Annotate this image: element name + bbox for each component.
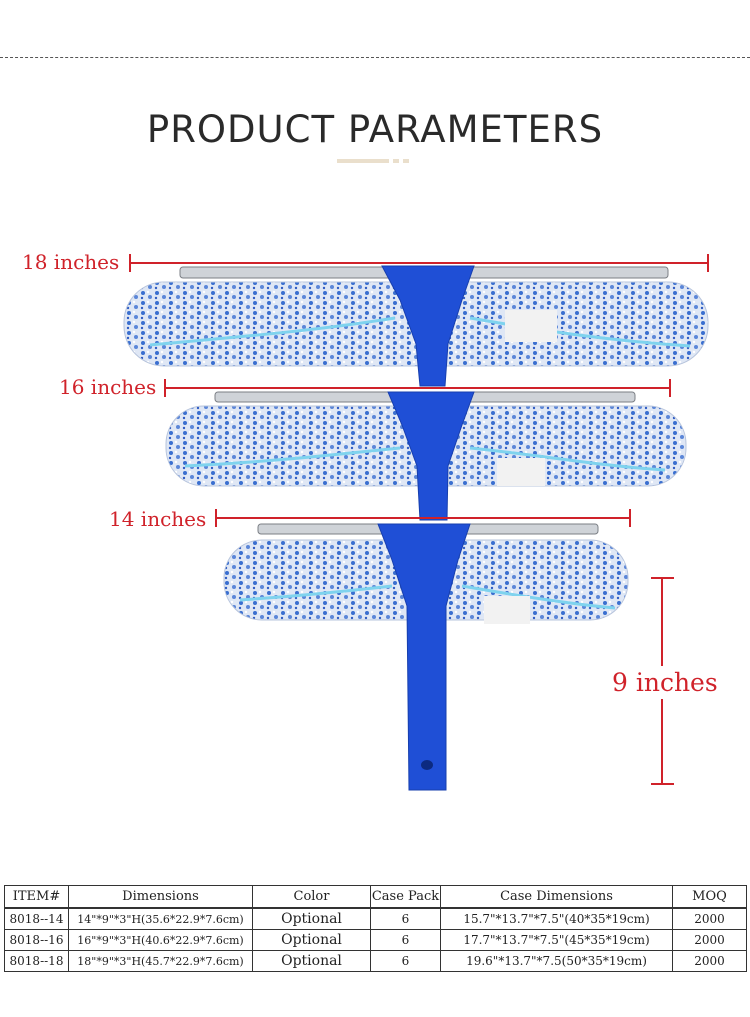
title-underline-dot [393, 159, 399, 163]
cell-dimensions: 18"*9"*3"H(45.7*22.9*7.6cm) [68, 950, 253, 972]
cell-color: Optional [252, 929, 371, 951]
header-case-pack: Case Pack [370, 885, 441, 909]
width-18-label: 18 inches [22, 250, 120, 274]
cell-moq: 2000 [672, 929, 747, 951]
table-row: 8018--18 18"*9"*3"H(45.7*22.9*7.6cm) Opt… [4, 950, 747, 972]
measure-16-line [164, 379, 671, 397]
height-9-label: 9 inches [612, 666, 718, 699]
title-underline [337, 159, 389, 163]
cell-case-dimensions: 15.7"*13.7"*7.5"(40*35*19cm) [440, 907, 673, 930]
header-color: Color [252, 885, 371, 909]
cell-case-pack: 6 [370, 929, 441, 951]
squeegee-14 [223, 523, 629, 791]
table-row: 8018--14 14"*9"*3"H(35.6*22.9*7.6cm) Opt… [4, 907, 747, 930]
cell-dimensions: 16"*9"*3"H(40.6*22.9*7.6cm) [68, 929, 253, 951]
title-underline-dot [403, 159, 409, 163]
header-dimensions: Dimensions [68, 885, 253, 909]
cell-moq: 2000 [672, 907, 747, 930]
cell-case-dimensions: 19.6"*13.7"*7.5(50*35*19cm) [440, 950, 673, 972]
cell-case-pack: 6 [370, 907, 441, 930]
cell-dimensions: 14"*9"*3"H(35.6*22.9*7.6cm) [68, 907, 253, 930]
table-row: 8018--16 16"*9"*3"H(40.6*22.9*7.6cm) Opt… [4, 929, 747, 951]
cell-moq: 2000 [672, 950, 747, 972]
width-14-label: 14 inches [109, 507, 207, 531]
cell-color: Optional [252, 950, 371, 972]
cell-item: 8018--14 [4, 907, 69, 930]
cell-item: 8018--18 [4, 950, 69, 972]
measure-14-line [215, 509, 631, 527]
header-item: ITEM# [4, 885, 69, 909]
cell-item: 8018--16 [4, 929, 69, 951]
measure-18-line [129, 254, 709, 272]
top-dashed-divider [0, 57, 750, 58]
table-header-row: ITEM# Dimensions Color Case Pack Case Di… [4, 885, 747, 909]
header-moq: MOQ [672, 885, 747, 909]
page-title: PRODUCT PARAMETERS [146, 108, 604, 151]
squeegee-18 [123, 265, 709, 387]
squeegee-16 [165, 391, 687, 521]
header-case-dimensions: Case Dimensions [440, 885, 673, 909]
cell-case-dimensions: 17.7"*13.7"*7.5"(45*35*19cm) [440, 929, 673, 951]
cell-case-pack: 6 [370, 950, 441, 972]
width-16-label: 16 inches [59, 375, 157, 399]
parameters-table: ITEM# Dimensions Color Case Pack Case Di… [4, 885, 747, 972]
cell-color: Optional [252, 907, 371, 930]
product-illustration [123, 254, 709, 791]
